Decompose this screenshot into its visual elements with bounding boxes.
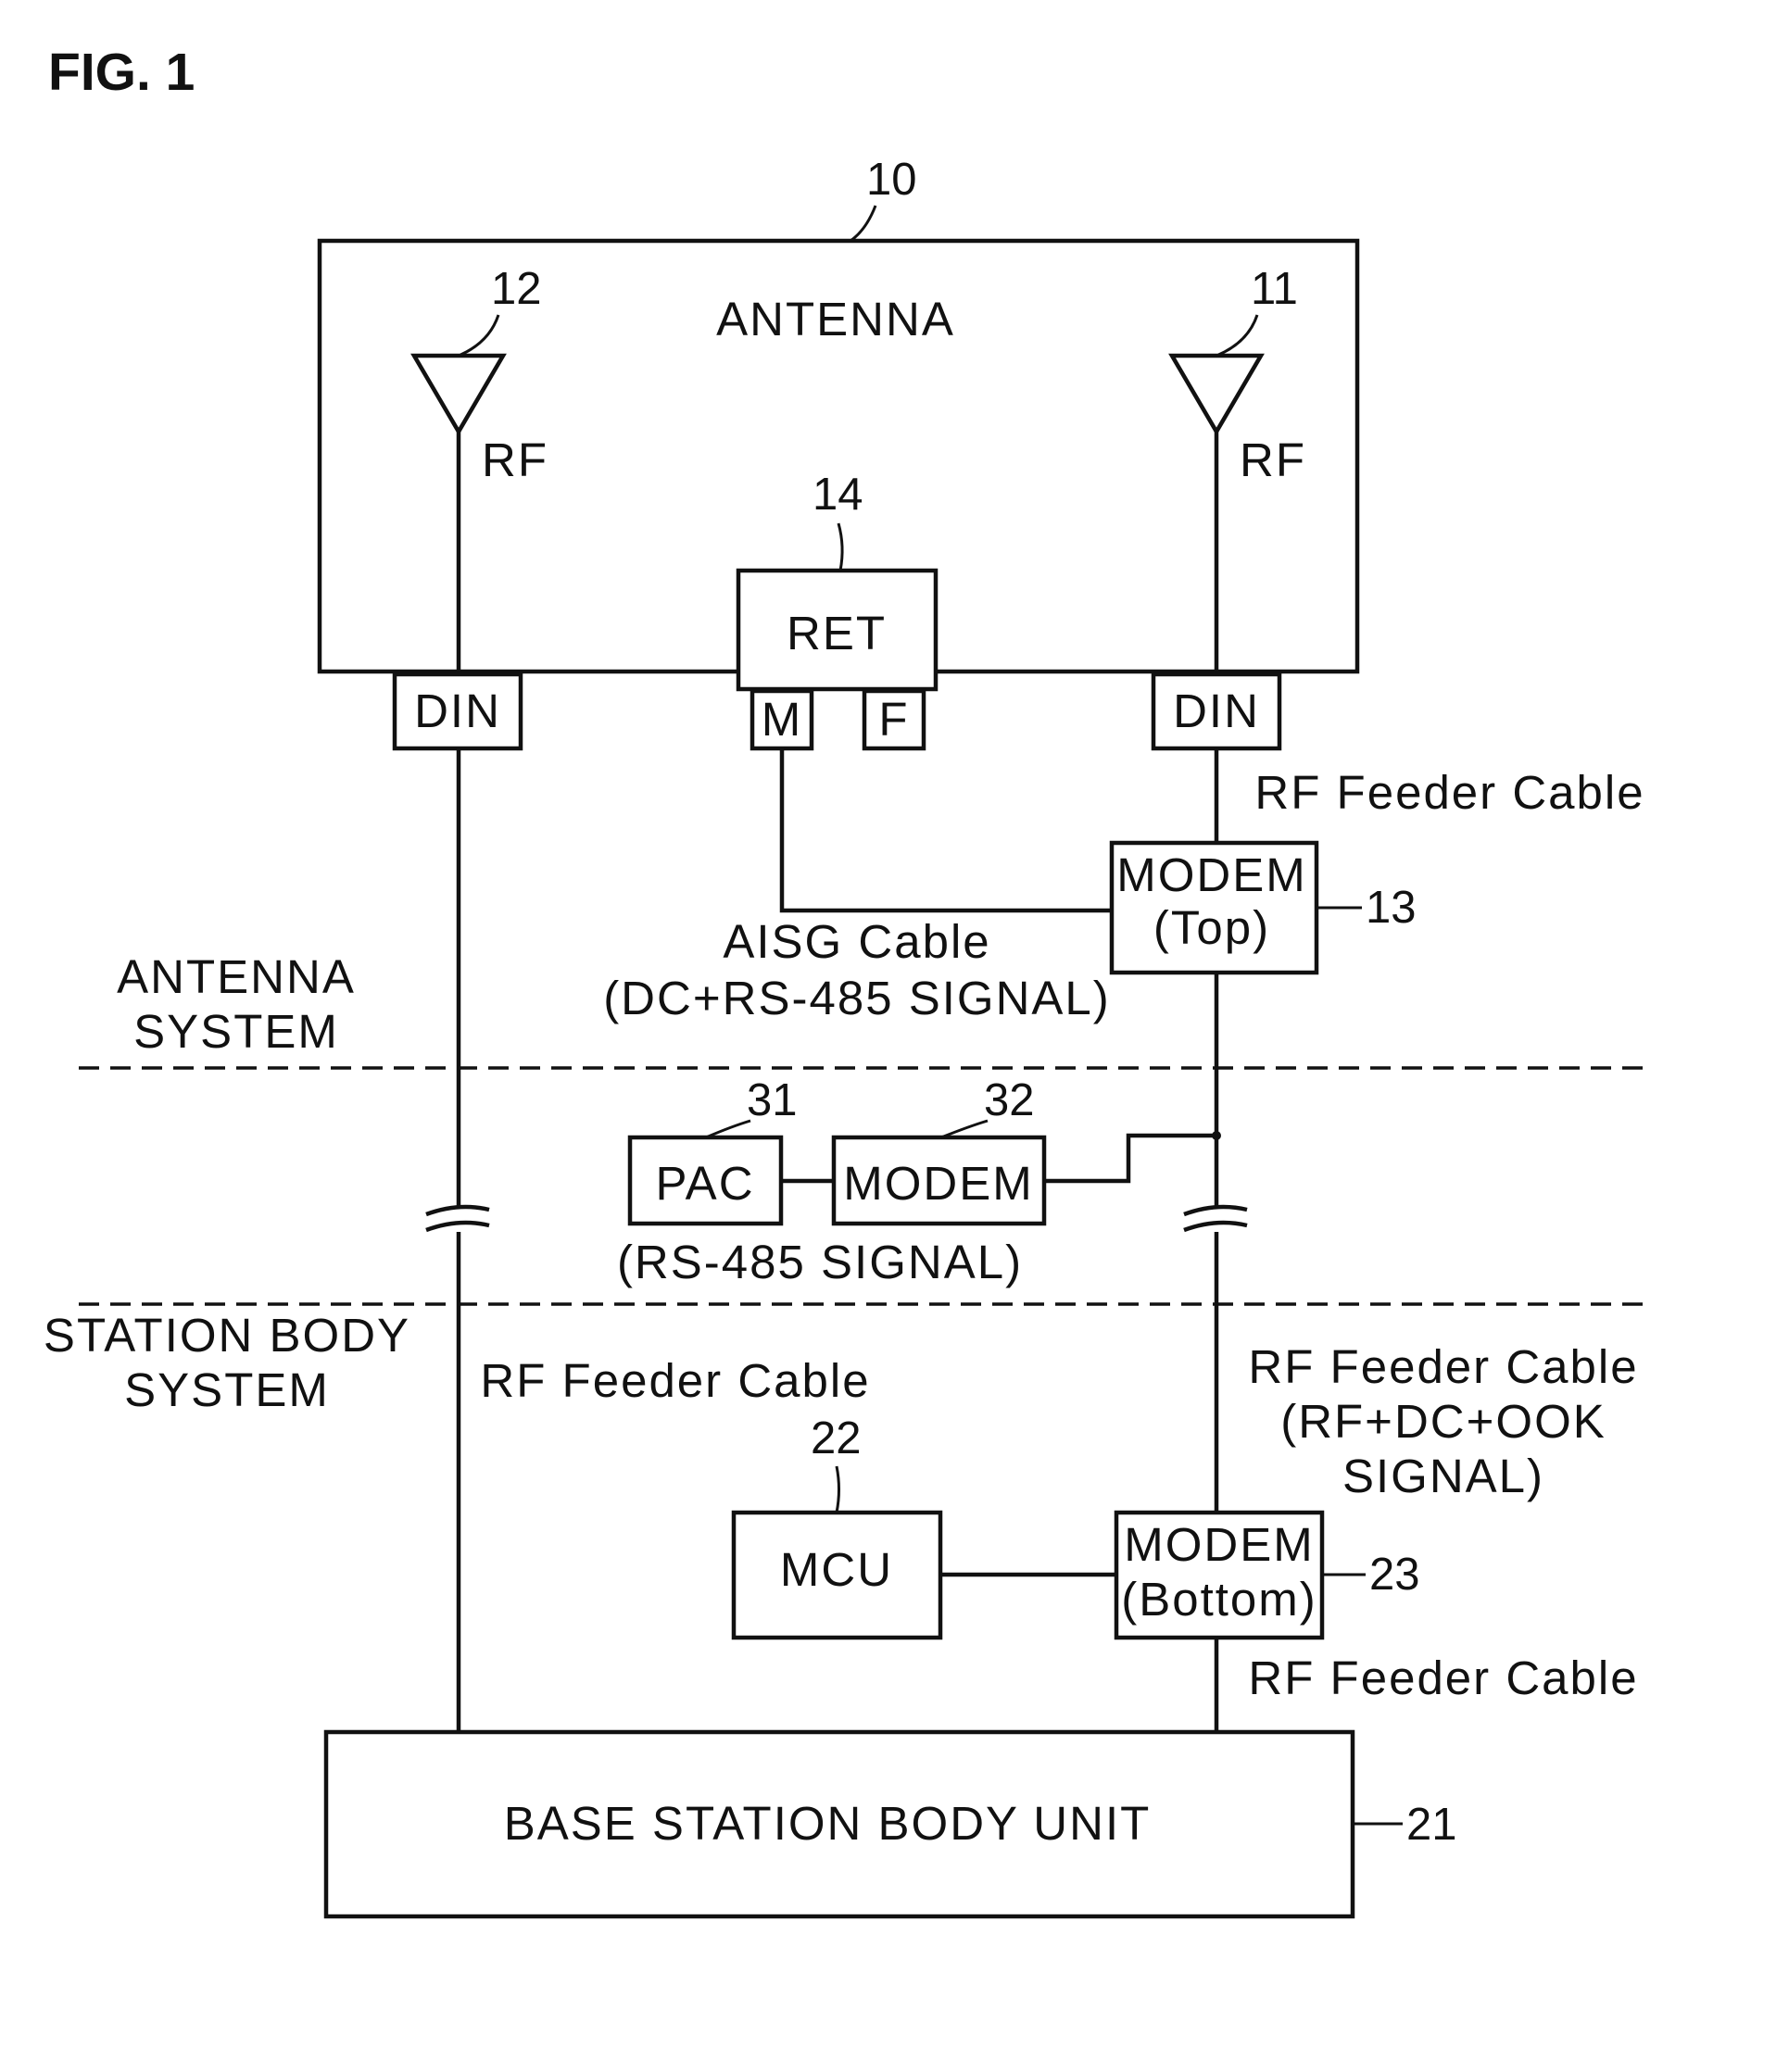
ret-ref-number: 14 xyxy=(813,470,863,520)
text-line: MODEM xyxy=(1124,1518,1314,1571)
figure-title: FIG. 1 xyxy=(48,43,195,102)
text-line: SYSTEM xyxy=(133,1005,339,1058)
text-line: SIGNAL) xyxy=(1342,1450,1544,1502)
cable-label-feeder-bottom-right: RF Feeder Cable xyxy=(1248,1651,1638,1704)
modem-bottom-ref-number: 23 xyxy=(1369,1550,1420,1600)
left-cable-break-mark-bottom xyxy=(426,1223,489,1230)
din-left-label: DIN xyxy=(414,684,501,737)
text-line: (RF+DC+OOK xyxy=(1280,1395,1606,1448)
text-line: SYSTEM xyxy=(124,1363,330,1416)
pac-ref-leader xyxy=(706,1121,750,1137)
base-station-ref-number: 21 xyxy=(1406,1800,1457,1850)
antenna-ref-leader xyxy=(850,206,876,241)
cable-label-feeder-left: RF Feeder Cable xyxy=(480,1354,870,1407)
text-line: (Top) xyxy=(1153,901,1270,954)
ret-label: RET xyxy=(787,607,887,659)
left-cable-break-mark-top xyxy=(426,1207,489,1214)
cable-label-aisg: AISG Cable(DC+RS-485 SIGNAL) xyxy=(603,915,1111,1024)
text-line: ANTENNA xyxy=(117,950,356,1003)
pac-label: PAC xyxy=(655,1157,754,1210)
text-line: AISG Cable xyxy=(723,915,990,968)
modem-mid-ref-leader xyxy=(941,1121,988,1137)
modem-mid-label: MODEM xyxy=(843,1157,1033,1210)
station-body-system-label: STATION BODYSYSTEM xyxy=(44,1309,410,1416)
modem-top-ref-number: 13 xyxy=(1366,883,1417,933)
cable-label-feeder-top-right: RF Feeder Cable xyxy=(1254,766,1644,819)
din-right-label: DIN xyxy=(1173,684,1260,737)
left-element-ref-number: 12 xyxy=(491,264,542,314)
ret-port-m-label: M xyxy=(762,693,802,746)
right-element-ref-number: 11 xyxy=(1251,264,1298,314)
pac-ref-number: 31 xyxy=(747,1075,798,1125)
left-element-rf-label: RF xyxy=(482,433,548,486)
antenna-ref-number: 10 xyxy=(866,155,917,205)
right-cable-break-mark-bottom xyxy=(1184,1223,1247,1230)
cable-label-feeder-mid-right: RF Feeder Cable(RF+DC+OOKSIGNAL) xyxy=(1248,1340,1638,1502)
text-line: STATION BODY xyxy=(44,1309,410,1362)
mcu-label: MCU xyxy=(780,1543,893,1596)
text-line: MODEM xyxy=(1116,848,1306,901)
base-station-label: BASE STATION BODY UNIT xyxy=(504,1797,1152,1850)
aisg-cable xyxy=(782,748,1112,910)
right-cable-break-mark-top xyxy=(1184,1207,1247,1214)
antenna-system-label: ANTENNASYSTEM xyxy=(117,950,356,1058)
ret-port-f-label: F xyxy=(878,693,909,746)
mcu-ref-number: 22 xyxy=(811,1413,862,1463)
cable-label-rs485: (RS-485 SIGNAL) xyxy=(617,1236,1023,1288)
feeder-tap-line xyxy=(1044,1136,1216,1181)
text-line: (Bottom) xyxy=(1121,1573,1317,1626)
text-line: (DC+RS-485 SIGNAL) xyxy=(603,972,1111,1024)
mcu-ref-leader xyxy=(837,1466,839,1513)
right-element-rf-label: RF xyxy=(1240,433,1306,486)
text-line: RF Feeder Cable xyxy=(1248,1340,1638,1393)
modem-mid-ref-number: 32 xyxy=(984,1075,1035,1125)
antenna-label: ANTENNA xyxy=(716,293,955,345)
